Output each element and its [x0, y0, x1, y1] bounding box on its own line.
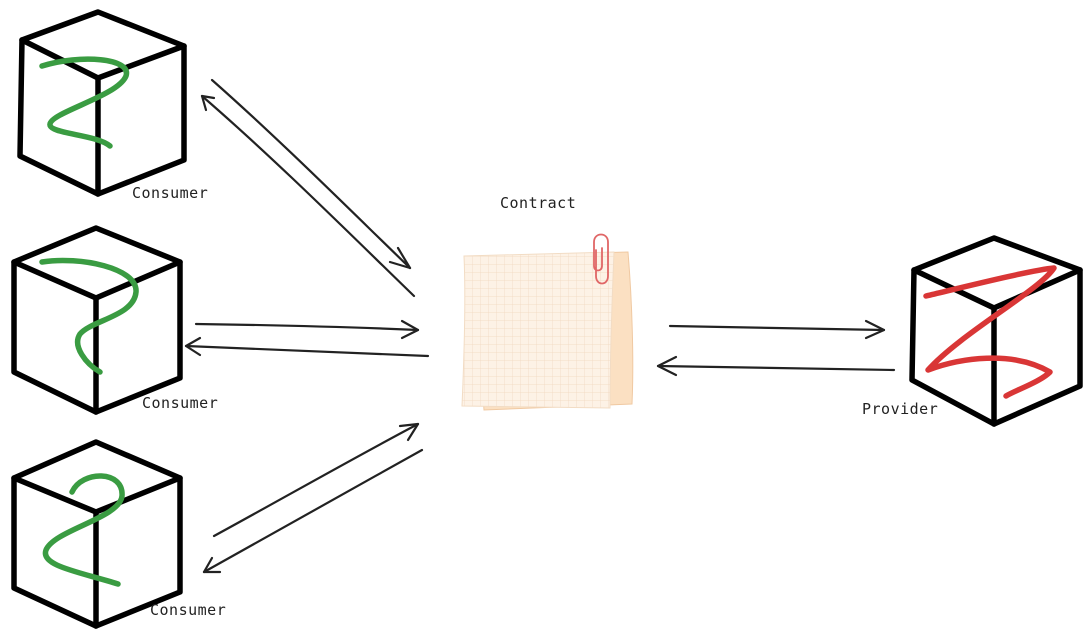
arrow-contract-to-provider [668, 319, 886, 340]
sticky-note-icon [461, 233, 634, 411]
green-squiggle-icon [42, 473, 125, 587]
cube-icon [909, 235, 1083, 427]
provider-label: Provider [862, 400, 938, 418]
consumer-label: Consumer [132, 184, 208, 202]
provider-node[interactable]: Provider [862, 235, 1083, 427]
arrow-consumer2-to-contract [194, 319, 420, 340]
arrow-consumer1-to-contract [210, 78, 412, 270]
consumer-label: Consumer [150, 601, 226, 619]
cube-icon [11, 225, 183, 415]
arrow-consumer3-to-contract [212, 422, 420, 538]
cube-icon [11, 439, 183, 629]
green-squiggle-icon [39, 257, 139, 375]
contract-label: Contract [500, 194, 576, 212]
cube-icon [17, 9, 187, 197]
consumer-node-1[interactable]: Consumer [17, 9, 208, 202]
arrow-contract-to-consumer2 [184, 336, 430, 358]
arrow-contract-to-consumer3 [202, 448, 424, 574]
consumer-node-2[interactable]: Consumer [11, 225, 218, 415]
paperclip-icon [593, 233, 609, 285]
contract-node[interactable]: Contract [461, 194, 634, 411]
arrow-provider-to-contract [656, 355, 896, 377]
red-squiggle-icon [923, 265, 1057, 399]
consumer-node-3[interactable]: Consumer [11, 439, 226, 629]
arrow-contract-to-consumer1 [200, 94, 416, 298]
consumer-label: Consumer [142, 394, 218, 412]
green-squiggle-icon [39, 56, 129, 149]
